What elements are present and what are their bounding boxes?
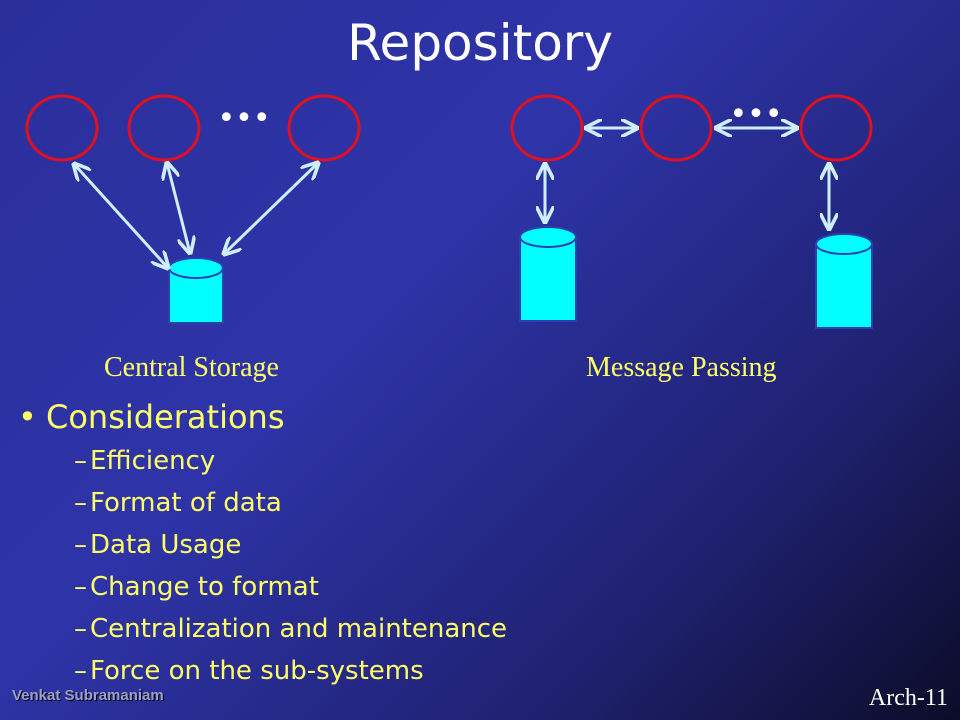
- list-item: –Centralization and maintenance: [74, 614, 508, 644]
- repository-diagram: ••• •••: [25, 94, 873, 329]
- considerations-heading-text: Considerations: [46, 398, 285, 436]
- process-node: [287, 94, 361, 162]
- list-item: –Format of data: [74, 488, 282, 518]
- list-item: –Data Usage: [74, 530, 242, 560]
- process-node: [127, 94, 201, 162]
- message-passing-diagram: •••: [510, 94, 873, 329]
- process-node: [25, 94, 99, 162]
- process-node: [799, 94, 873, 162]
- bidirectional-arrow: [74, 164, 168, 268]
- storage-cylinder: [815, 233, 873, 329]
- storage-cylinder: [519, 226, 577, 322]
- bidirectional-arrow: [167, 163, 190, 253]
- process-node: [510, 94, 584, 162]
- list-item: –Efficiency: [74, 446, 216, 476]
- message-passing-label: Message Passing: [586, 352, 777, 383]
- bullet-icon: •: [18, 398, 37, 436]
- page-number: Arch-11: [868, 685, 948, 711]
- list-item-text: Change to format: [90, 572, 319, 602]
- list-item: –Change to format: [74, 572, 319, 602]
- considerations-list: •Considerations –Efficiency –Format of d…: [18, 396, 507, 692]
- central-storage-label: Central Storage: [104, 352, 279, 383]
- list-item-text: Centralization and maintenance: [90, 614, 508, 644]
- list-item: –Force on the sub-systems: [74, 656, 424, 686]
- slide-title: Repository: [347, 14, 613, 72]
- considerations-heading: •Considerations: [18, 396, 507, 438]
- author-footer: Venkat Subramaniam: [12, 687, 164, 704]
- bidirectional-arrow: [224, 163, 318, 254]
- considerations-items: –Efficiency –Format of data –Data Usage …: [18, 440, 507, 692]
- ellipsis-dots: •••: [217, 101, 270, 136]
- list-item-text: Data Usage: [90, 530, 242, 560]
- list-item-text: Efficiency: [90, 446, 216, 476]
- list-item-text: Force on the sub-systems: [90, 656, 424, 686]
- list-item-text: Format of data: [90, 488, 282, 518]
- process-node: [639, 94, 713, 162]
- storage-cylinder: [168, 257, 224, 324]
- central-storage-diagram: •••: [25, 94, 361, 324]
